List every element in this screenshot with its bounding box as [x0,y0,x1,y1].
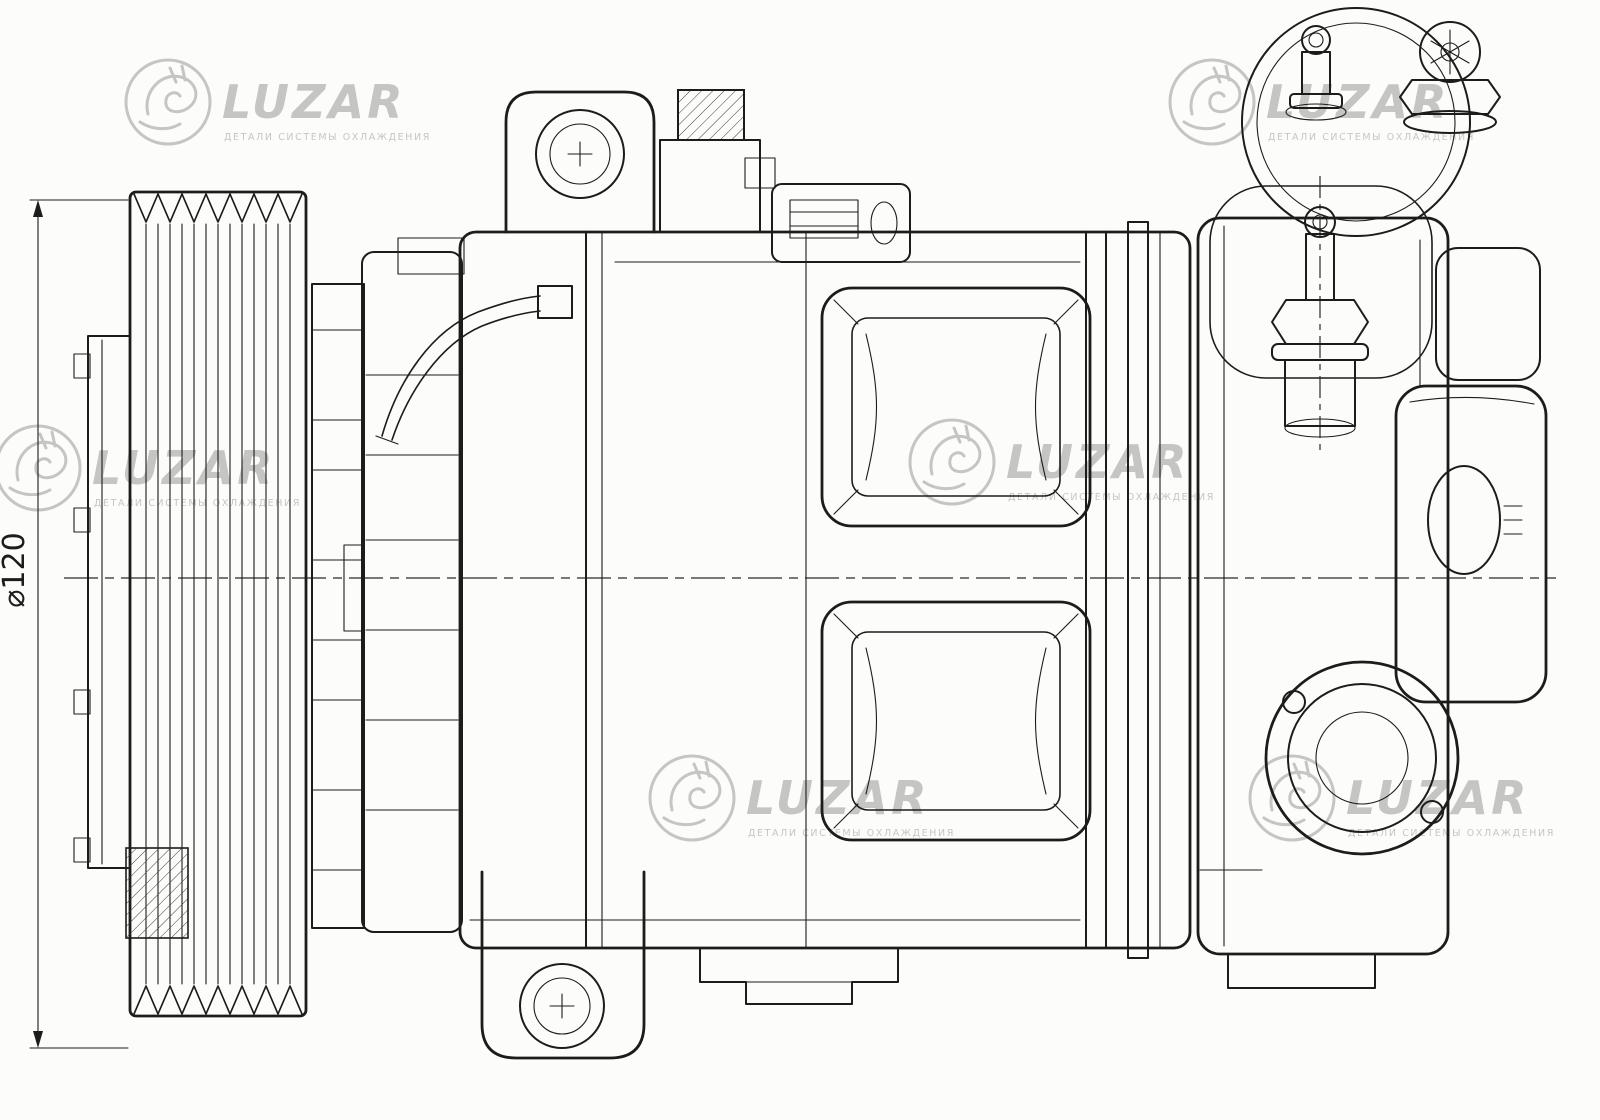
svg-text:LUZAR: LUZAR [1006,435,1190,489]
cylinder-head [1196,216,1450,989]
section-hatch [125,847,189,939]
luzar-dragon-icon [908,418,996,506]
lug-hole-bottom [519,963,605,1049]
svg-text:LUZAR: LUZAR [1266,75,1450,129]
electrical-connector [771,183,911,263]
port-bolt-hole [1420,800,1444,824]
head-foot [1227,953,1376,989]
connector-pin-hole [870,201,898,245]
compressor-body [458,221,1192,959]
svg-text:ДЕТАЛИ СИСТЕМЫ ОХЛАЖДЕНИЯ: ДЕТАЛИ СИСТЕМЫ ОХЛАЖДЕНИЯ [94,498,301,509]
top-mount-disc [1241,7,1471,237]
luzar-dragon-icon [124,58,212,146]
side-block [1435,247,1541,381]
luzar-dragon-icon [648,754,736,842]
pulley [125,190,308,1018]
svg-text:ДЕТАЛИ СИСТЕМЫ ОХЛАЖДЕНИЯ: ДЕТАЛИ СИСТЕМЫ ОХЛАЖДЕНИЯ [1268,132,1475,143]
luzar-dragon-icon [1248,754,1336,842]
luzar-watermark: LUZAR ДЕТАЛИ СИСТЕМЫ ОХЛАЖДЕНИЯ [648,754,955,842]
svg-text:ДЕТАЛИ СИСТЕМЫ ОХЛАЖДЕНИЯ: ДЕТАЛИ СИСТЕМЫ ОХЛАЖДЕНИЯ [1348,828,1555,839]
coil-housing [343,237,465,933]
svg-text:LUZAR: LUZAR [92,441,276,495]
torx-star-icon [1430,29,1470,75]
lug-hole-top [535,109,625,199]
stud-bolt-top [1285,25,1347,121]
luzar-watermark: LUZAR ДЕТАЛИ СИСТЕМЫ ОХЛАЖДЕНИЯ [124,58,431,146]
mounting-lug-bottom [480,870,646,1060]
side-bracket [1394,384,1548,704]
dimension-marker: ⌀120 [0,199,129,1049]
port-bolt-hole [1282,690,1306,714]
luzar-dragon-icon [0,424,82,512]
stud-bolt-mid [1209,176,1433,456]
bracket-slot [1427,465,1501,575]
luzar-watermarks: LUZAR ДЕТАЛИ СИСТЕМЫ ОХЛАЖДЕНИЯ LUZAR ДЕ… [0,58,1555,842]
watermark-brand: LUZAR [222,75,406,129]
svg-text:ДЕТАЛИ СИСТЕМЫ ОХЛАЖДЕНИЯ: ДЕТАЛИ СИСТЕМЫ ОХЛАЖДЕНИЯ [1008,492,1215,503]
dimension-label: ⌀120 [0,532,32,607]
mounting-lug-top [504,90,656,234]
wire-clip [537,285,573,319]
svg-text:LUZAR: LUZAR [746,771,930,825]
torx-bolt [1399,21,1501,134]
clutch-hub [311,283,365,929]
body-foot [699,947,899,1005]
top-fitting [659,89,776,233]
watermark-tagline: ДЕТАЛИ СИСТЕМЫ ОХЛАЖДЕНИЯ [224,132,431,143]
body-pocket-upper [820,286,1092,528]
svg-text:LUZAR: LUZAR [1346,771,1530,825]
clutch-wire [375,285,573,445]
body-pocket-lower [820,600,1092,842]
fitting-cap [677,89,745,141]
svg-text:ДЕТАЛИ СИСТЕМЫ ОХЛАЖДЕНИЯ: ДЕТАЛИ СИСТЕМЫ ОХЛАЖДЕНИЯ [748,828,955,839]
luzar-watermark: LUZAR ДЕТАЛИ СИСТЕМЫ ОХЛАЖДЕНИЯ [908,418,1215,506]
clutch-plate [73,335,131,869]
suction-port [1264,660,1460,856]
luzar-watermark: LUZAR ДЕТАЛИ СИСТЕМЫ ОХЛАЖДЕНИЯ [1168,58,1475,146]
luzar-watermark: LUZAR ДЕТАЛИ СИСТЕМЫ ОХЛАЖДЕНИЯ [0,424,301,512]
luzar-watermark: LUZAR ДЕТАЛИ СИСТЕМЫ ОХЛАЖДЕНИЯ [1248,754,1555,842]
